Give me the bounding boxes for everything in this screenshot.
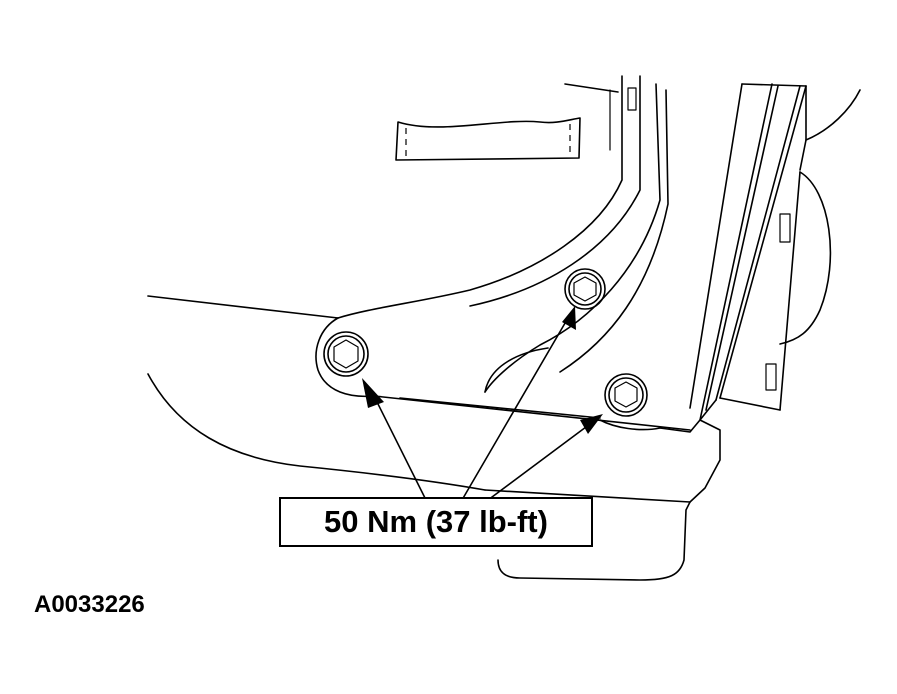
hex-head-bolt-icon — [323, 331, 369, 377]
torque-callout-label: 50 Nm (37 lb-ft) — [279, 497, 593, 547]
rail-slot-tab — [627, 87, 637, 111]
seat-back-channel — [689, 83, 861, 421]
seat-cushion-outline — [147, 295, 691, 503]
seat-track-rail — [337, 75, 669, 393]
figure-id: A0033226 — [34, 591, 145, 618]
arrowhead-icon — [362, 378, 384, 408]
arrowhead-icon — [580, 414, 603, 434]
hex-head-bolt-icon — [604, 373, 648, 417]
leader-lines — [371, 317, 591, 501]
side-panel — [719, 171, 832, 411]
mounting-bracket — [315, 317, 721, 581]
arrowhead-icon — [562, 306, 576, 330]
trim-panel — [395, 117, 581, 161]
hex-head-bolt-icon — [564, 268, 606, 310]
